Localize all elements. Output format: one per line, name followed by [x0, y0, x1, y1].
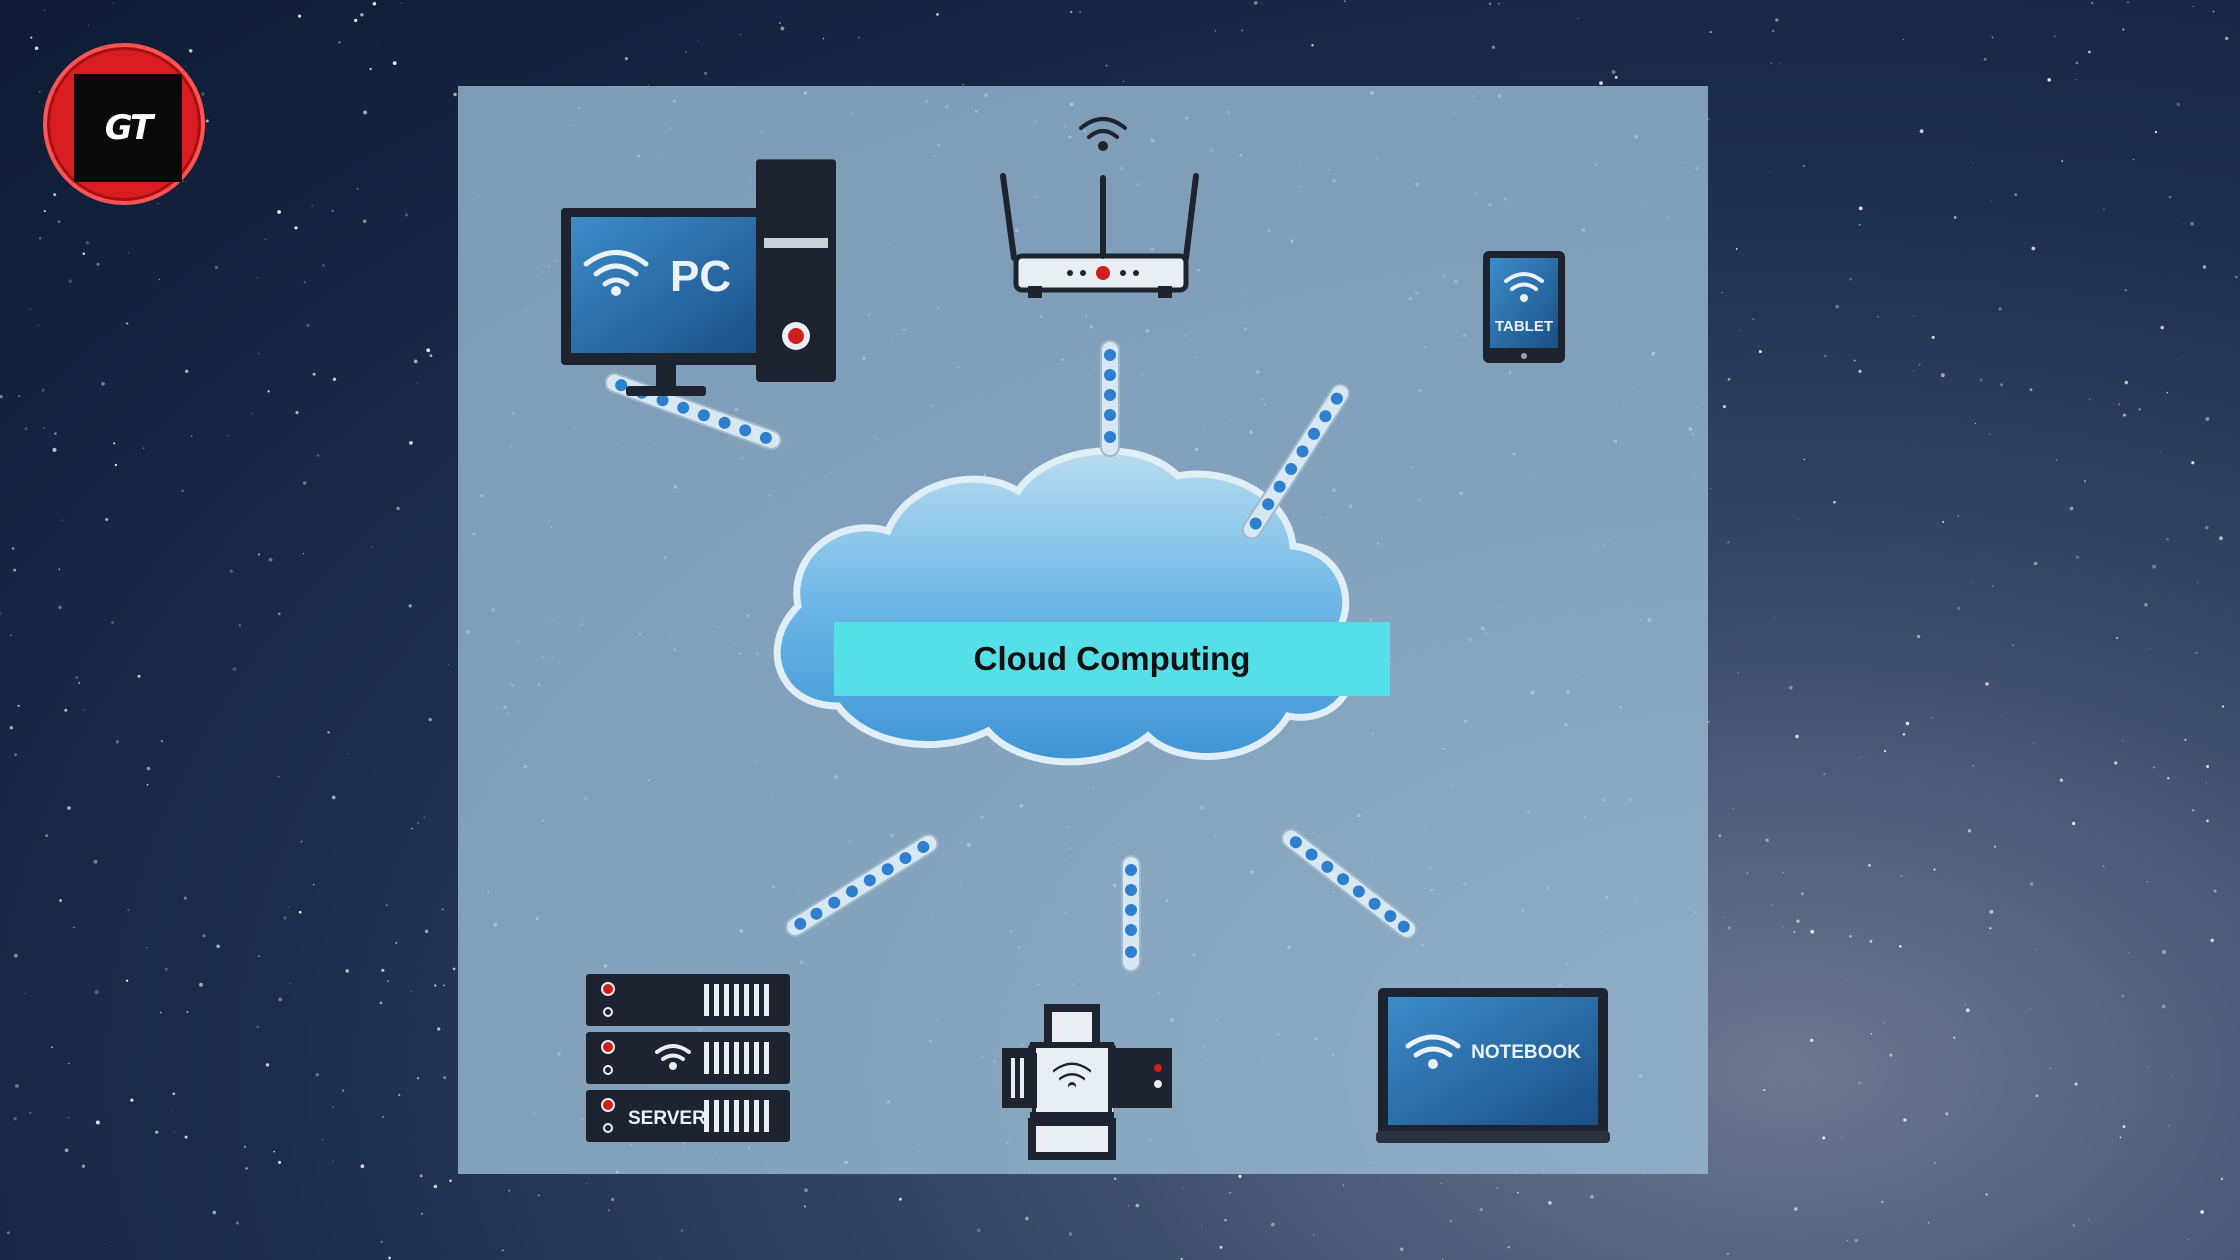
cloud-computing-label: Cloud Computing: [834, 622, 1390, 696]
gt-logo: GT: [43, 43, 205, 205]
server-icon: SERVER: [586, 974, 790, 1142]
printer-icon: [1002, 1004, 1172, 1160]
connector-notebook: [1281, 828, 1417, 940]
tablet-icon: TABLET: [1483, 251, 1565, 363]
notebook-icon: NOTEBOOK: [1376, 988, 1610, 1143]
pc-icon: PC: [561, 159, 836, 396]
pc-label: PC: [670, 252, 731, 301]
connector-tablet: [1241, 383, 1351, 540]
router-icon: [1000, 117, 1199, 298]
server-label: SERVER: [628, 1108, 706, 1129]
connector-pc: [604, 372, 782, 450]
notebook-label: NOTEBOOK: [1471, 1042, 1581, 1063]
cloud-diagram-panel: PC: [458, 86, 1708, 1174]
connector-printer: [1121, 855, 1141, 972]
connector-router: [1100, 340, 1120, 457]
logo-text: GT: [74, 74, 182, 182]
tablet-label: TABLET: [1495, 318, 1553, 335]
connector-server: [785, 833, 939, 937]
